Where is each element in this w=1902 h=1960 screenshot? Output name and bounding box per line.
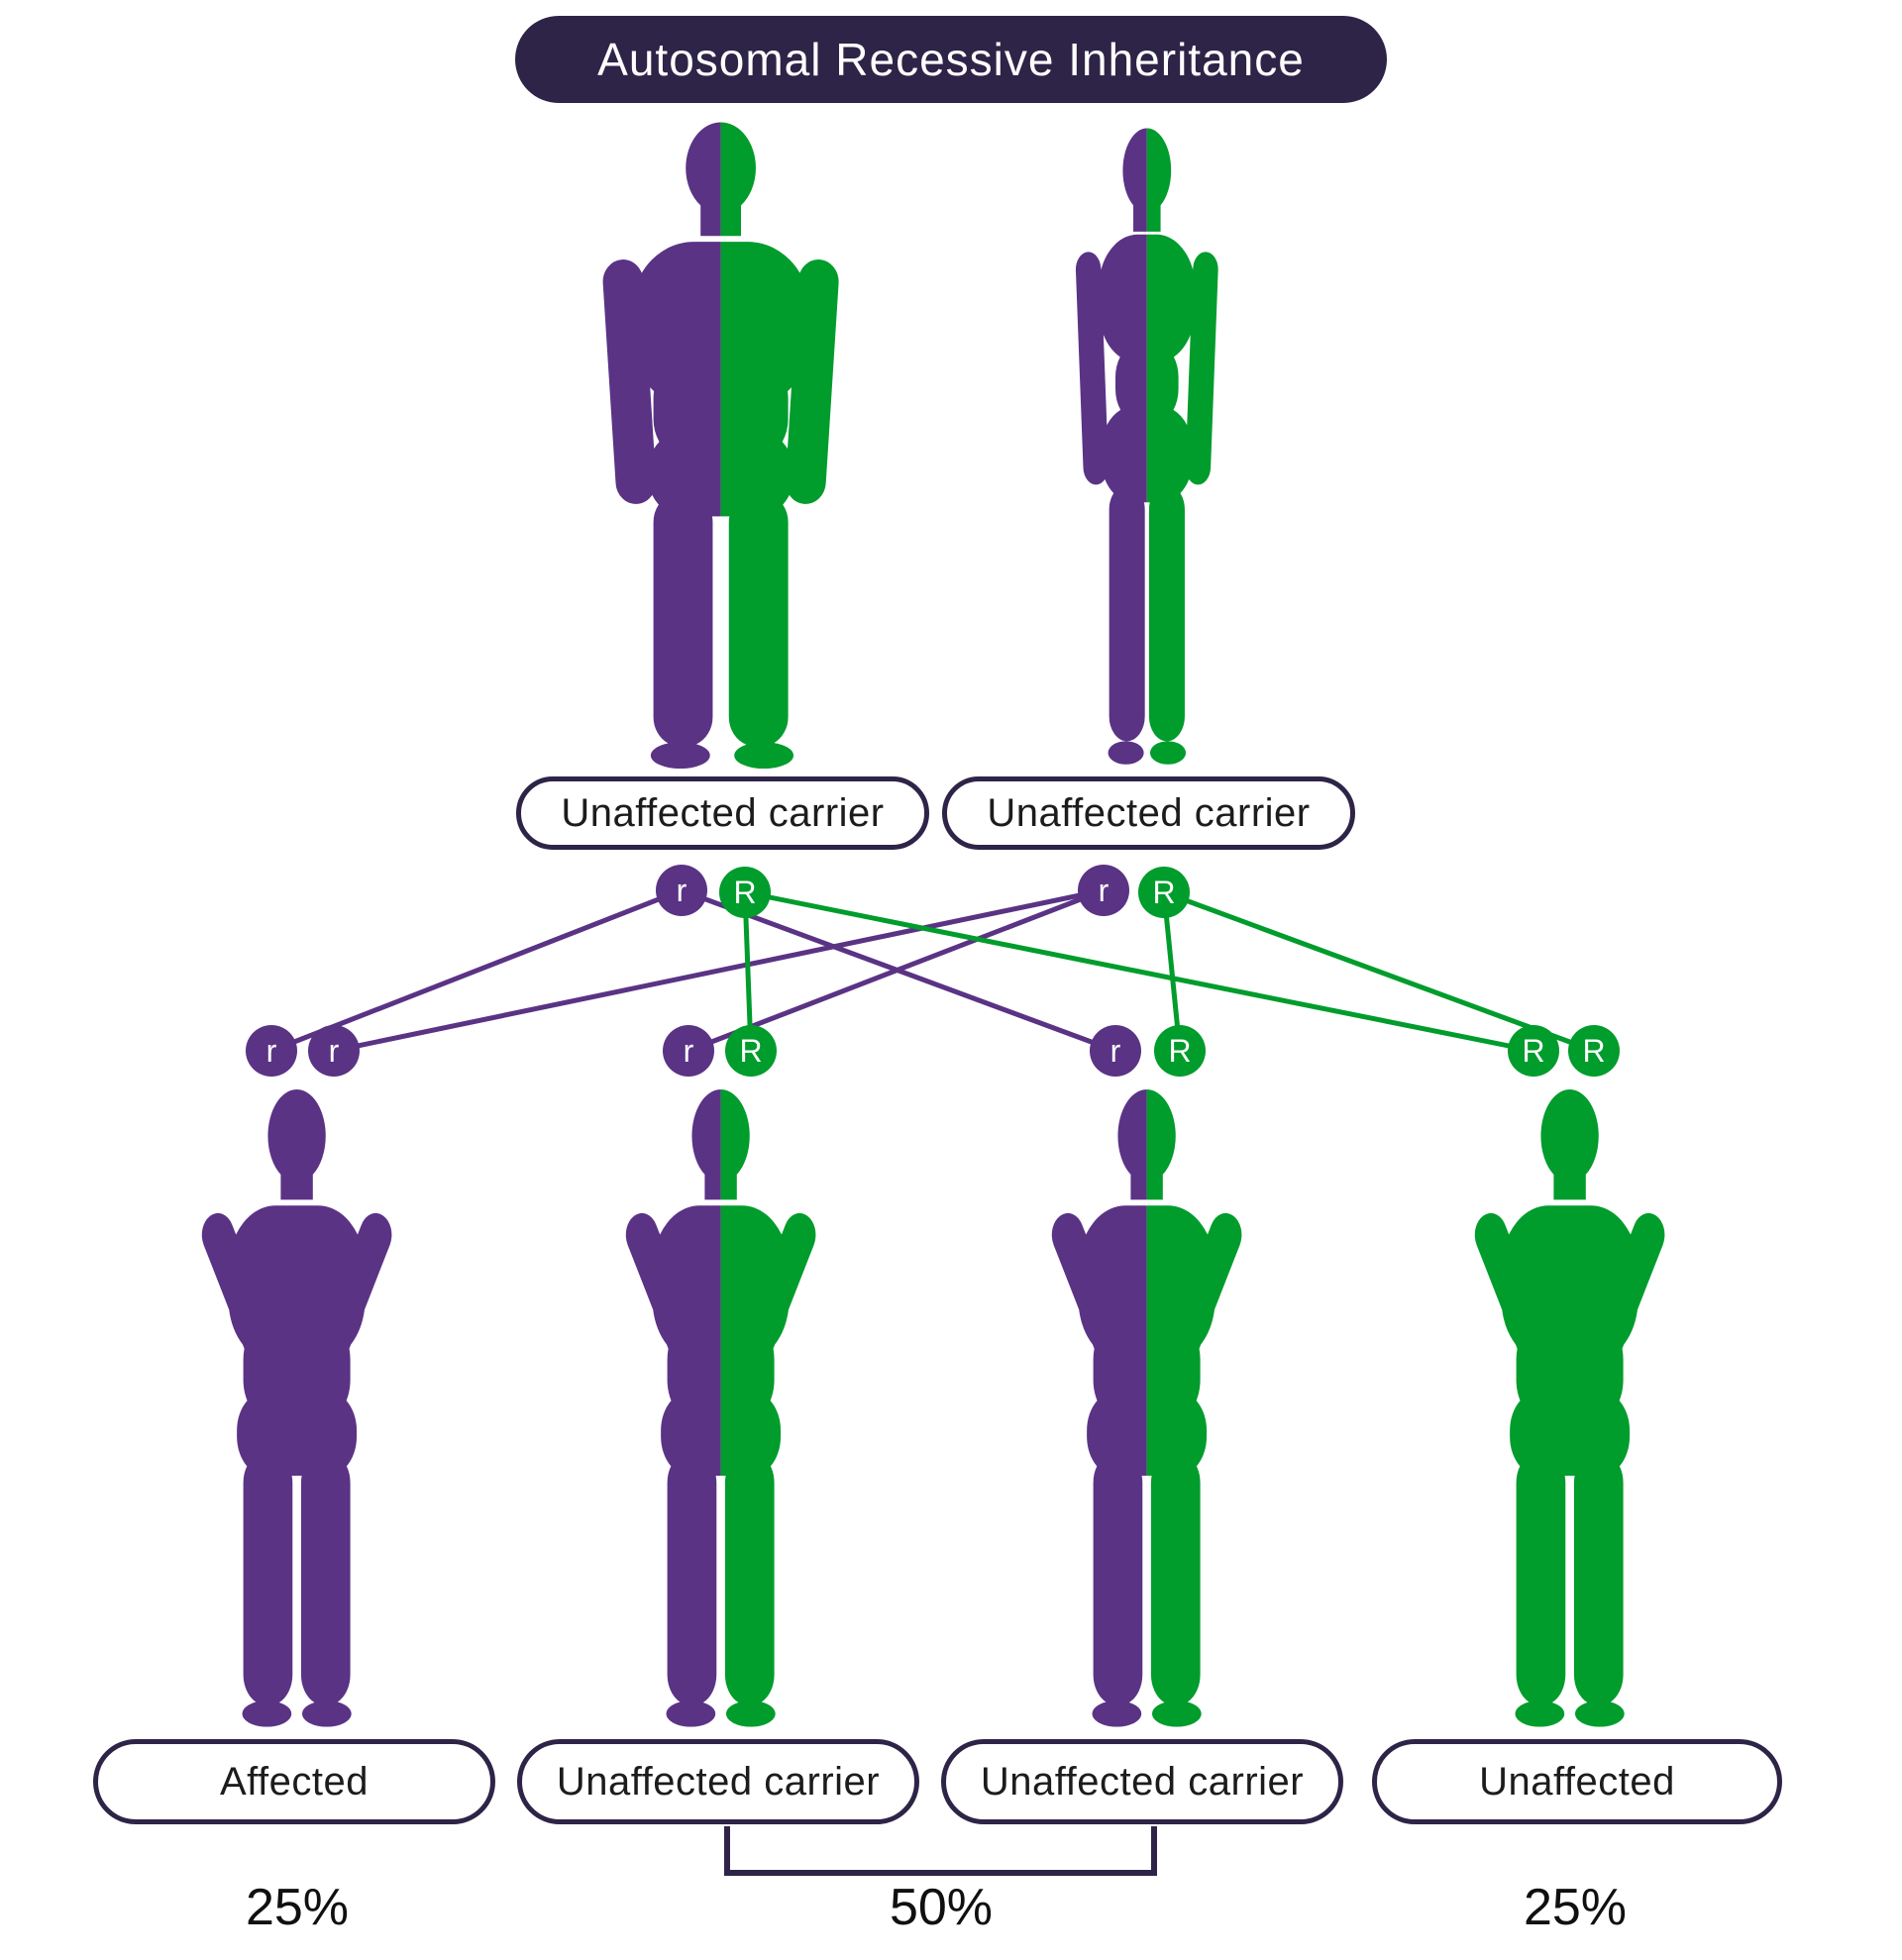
line-father-r-to-child1: [270, 887, 683, 1054]
mother-allele-R-letter: R: [1152, 875, 1175, 910]
parent-allele-circles: r R r R: [656, 865, 1190, 918]
child3-allele1-letter: r: [1110, 1033, 1121, 1069]
child3-left-half: [1046, 1089, 1147, 1727]
line-mother-R-to-child3: [1161, 891, 1183, 1052]
child4-figure-unaffected-green: [1469, 1089, 1671, 1727]
child3-phenotype-label: Unaffected carrier: [941, 1739, 1343, 1824]
child2-right-half: [720, 1089, 822, 1727]
child-allele-circles: r r r R r R R R: [246, 1025, 1620, 1077]
fifty-percent-bracket: [724, 1826, 1157, 1876]
child1-body: [196, 1089, 398, 1727]
father-allele-R: R: [719, 867, 771, 918]
line-father-R-to-child4: [744, 889, 1534, 1054]
percentage-affected: 25%: [245, 1879, 350, 1936]
mother-figure-half-purple-half-green: [1075, 128, 1219, 765]
percentage-unaffected: 25%: [1523, 1879, 1628, 1936]
percentage-carriers: 50%: [889, 1879, 994, 1936]
line-mother-r-to-child1: [333, 887, 1105, 1054]
father-allele-R-letter: R: [733, 875, 756, 910]
child1-allele2-letter: r: [329, 1033, 340, 1069]
child2-phenotype-label: Unaffected carrier: [517, 1739, 919, 1824]
child1-genotype-rr: r r: [246, 1025, 360, 1077]
child3-allele2-letter: R: [1168, 1033, 1191, 1069]
diagram-title: Autosomal Recessive Inheritance: [515, 16, 1387, 103]
child1-figure-affected-purple: [196, 1089, 398, 1727]
child4-phenotype-label: Unaffected: [1372, 1739, 1782, 1824]
mother-phenotype-label: Unaffected carrier: [942, 776, 1355, 850]
child4-allele1-letter: R: [1522, 1033, 1544, 1069]
mother-allele-r-letter: r: [1099, 873, 1110, 908]
allele-inheritance-lines: [270, 887, 1595, 1054]
child1-phenotype-label: Affected: [93, 1739, 495, 1824]
line-mother-r-to-child2: [687, 887, 1105, 1054]
child3-right-half: [1146, 1089, 1248, 1727]
child2-allele2-letter: R: [739, 1033, 762, 1069]
mother-right-half: [1146, 128, 1219, 765]
child2-genotype-rR: r R: [663, 1025, 777, 1077]
child2-figure-carrier-split: [620, 1089, 822, 1727]
father-figure-half-purple-half-green: [601, 122, 840, 770]
father-allele-r-letter: r: [677, 873, 687, 908]
child2-allele1-letter: r: [684, 1033, 694, 1069]
child1-allele1-letter: r: [266, 1033, 277, 1069]
mother-left-half: [1075, 128, 1147, 765]
child3-genotype-rR: r R: [1090, 1025, 1206, 1077]
line-mother-R-to-child4: [1163, 889, 1595, 1054]
father-allele-r: r: [656, 865, 707, 916]
child3-figure-carrier-split: [1046, 1089, 1248, 1727]
mother-allele-r: r: [1078, 865, 1129, 916]
child4-allele2-letter: R: [1582, 1033, 1605, 1069]
child4-body: [1469, 1089, 1671, 1727]
father-left-half: [601, 122, 721, 770]
father-right-half: [720, 122, 840, 770]
child4-genotype-RR: R R: [1508, 1025, 1620, 1077]
line-father-R-to-child2: [742, 891, 754, 1052]
mother-allele-R: R: [1138, 867, 1190, 918]
child2-left-half: [620, 1089, 721, 1727]
father-phenotype-label: Unaffected carrier: [516, 776, 929, 850]
